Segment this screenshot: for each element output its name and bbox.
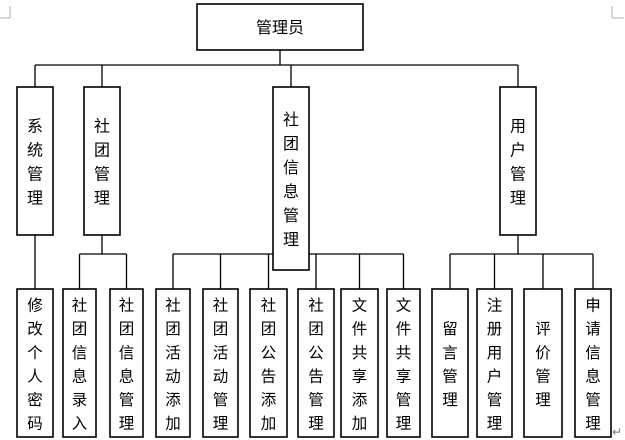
page-corner-marks (0, 6, 624, 19)
node-message-manage: 留言管理 (431, 288, 469, 438)
node-box-notice-manage (297, 288, 335, 438)
node-admin: 管理员 (196, 3, 364, 51)
node-label-club-info-entry: 社团信息录入 (72, 297, 88, 433)
node-box-notice-add (249, 288, 288, 438)
node-box-user (499, 86, 537, 236)
node-label-activity-manage: 社团活动管理 (213, 297, 229, 433)
node-label-message-manage: 留言管理 (442, 320, 458, 409)
node-club-info: 社团信息管理 (272, 86, 310, 271)
node-label-change-password: 修改个人密码 (27, 297, 43, 433)
node-activity-add: 社团活动添加 (155, 288, 191, 438)
node-box-club-info-entry (62, 288, 97, 438)
node-label-notice-add: 社团公告添加 (261, 297, 277, 433)
paragraph-mark: ↵ (612, 425, 622, 439)
node-label-activity-add: 社团活动添加 (165, 297, 181, 433)
node-box-change-password (16, 288, 54, 438)
node-label-file-share-add: 文件共享添加 (352, 297, 368, 433)
node-file-share-add: 文件共享添加 (340, 288, 379, 438)
node-box-club-info (272, 86, 310, 271)
node-label-application-info-manage: 申请信息管理 (585, 297, 601, 433)
node-label-club: 社团管理 (94, 117, 110, 208)
node-box-file-share-add (340, 288, 379, 438)
node-box-club-info-manage (109, 288, 144, 438)
node-label-admin: 管理员 (256, 18, 304, 37)
node-club: 社团管理 (83, 86, 121, 236)
connector-lines (34, 50, 594, 289)
node-label-user: 用户管理 (510, 117, 526, 208)
node-label-notice-manage: 社团公告管理 (308, 297, 324, 433)
node-notice-manage: 社团公告管理 (297, 288, 335, 438)
node-box-file-share-manage (386, 288, 421, 438)
node-box-admin (196, 3, 364, 51)
node-notice-add: 社团公告添加 (249, 288, 288, 438)
node-box-message-manage (431, 288, 469, 438)
node-activity-manage: 社团活动管理 (202, 288, 239, 438)
node-change-password: 修改个人密码 (16, 288, 54, 438)
node-label-club-info-manage: 社团信息管理 (119, 297, 135, 433)
node-box-application-info-manage (574, 288, 612, 438)
node-club-info-manage: 社团信息管理 (109, 288, 144, 438)
node-user: 用户管理 (499, 86, 537, 236)
node-label-registered-user-manage: 注册用户管理 (487, 297, 503, 433)
node-box-club (83, 86, 121, 236)
node-registered-user-manage: 注册用户管理 (476, 288, 513, 438)
node-label-review-manage: 评价管理 (535, 320, 551, 409)
node-box-review-manage (523, 288, 563, 438)
node-label-club-info: 社团信息管理 (283, 110, 299, 249)
node-review-manage: 评价管理 (523, 288, 563, 438)
node-box-activity-manage (202, 288, 239, 438)
node-file-share-manage: 文件共享管理 (386, 288, 421, 438)
node-system: 系统管理 (16, 86, 54, 236)
node-label-file-share-manage: 文件共享管理 (396, 297, 412, 433)
node-boxes: 管理员系统管理修改个人密码社团管理社团信息录入社团信息管理社团信息管理社团活动添… (16, 3, 612, 438)
node-box-system (16, 86, 54, 236)
node-application-info-manage: 申请信息管理 (574, 288, 612, 438)
node-club-info-entry: 社团信息录入 (62, 288, 97, 438)
node-box-registered-user-manage (476, 288, 513, 438)
node-box-activity-add (155, 288, 191, 438)
node-label-system: 系统管理 (27, 117, 43, 208)
